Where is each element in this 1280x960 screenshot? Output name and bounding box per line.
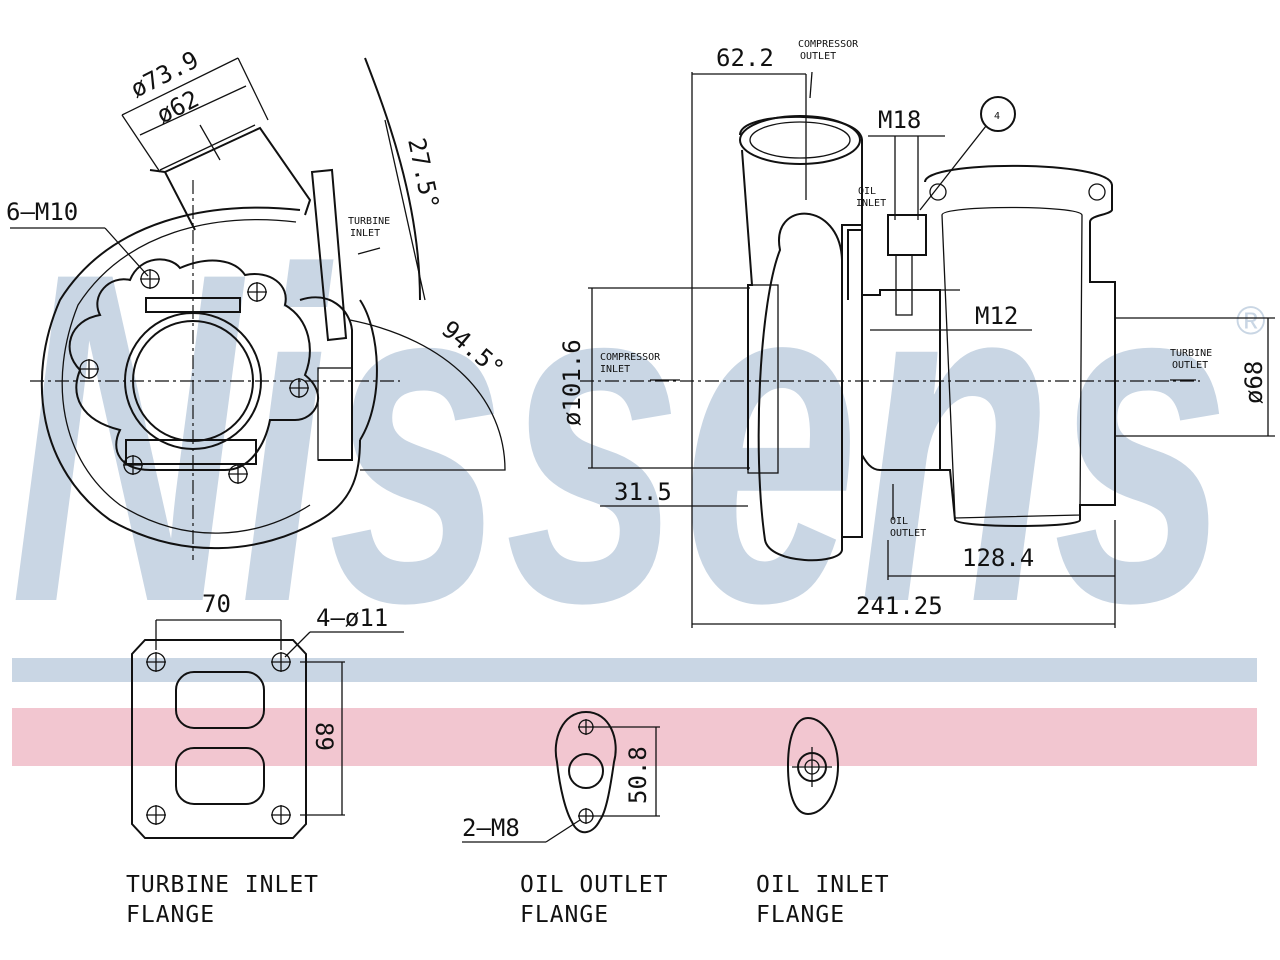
dim-6-m10: 6–M10	[6, 198, 78, 226]
dim-m18: M18	[878, 106, 921, 134]
label-turbine-inlet-line1: TURBINE	[348, 216, 390, 227]
dim-4-d11: 4–ø11	[316, 604, 388, 632]
dim-d101-6: ø101.6	[558, 339, 586, 426]
dim-62-2: 62.2	[716, 44, 774, 72]
callout-item-4: 4	[994, 111, 1000, 122]
dim-128-4: 128.4	[962, 544, 1034, 572]
dim-2-m8: 2–M8	[462, 814, 520, 842]
caption-oil-outlet-flange-line1: OIL OUTLET	[520, 872, 668, 898]
turbine-inlet-flange: 70 4–ø11 89 TURBINE INLET FLANGE	[126, 590, 404, 928]
dim-m12: M12	[975, 302, 1018, 330]
label-turbine-inlet-line2: INLET	[350, 228, 380, 239]
label-turbine-outlet-line2: OUTLET	[1172, 360, 1208, 371]
oil-inlet-flange: OIL INLET FLANGE	[756, 716, 890, 928]
front-view: ø73.9 ø62 27.5° 6–M10 94.5° TURBINE INLE…	[6, 46, 509, 560]
dim-31-5: 31.5	[614, 478, 672, 506]
label-compressor-inlet-line1: COMPRESSOR	[600, 352, 661, 363]
caption-oil-outlet-flange-line2: FLANGE	[520, 902, 609, 928]
label-compressor-outlet-line1: COMPRESSOR	[798, 39, 859, 50]
side-view: 241.25 62.2 COMPRESSOR OUTLET ø101.6 COM…	[558, 39, 1275, 628]
label-oil-outlet-line1: OIL	[890, 516, 908, 527]
dim-d68: ø68	[1240, 361, 1268, 404]
label-oil-inlet-line2: INLET	[856, 198, 886, 209]
dim-241-25: 241.25	[856, 592, 943, 620]
dim-89: 89	[310, 722, 338, 751]
label-oil-outlet-line2: OUTLET	[890, 528, 926, 539]
oil-outlet-flange: 50.8 2–M8 OIL OUTLET FLANGE	[462, 710, 668, 928]
caption-oil-inlet-flange-line2: FLANGE	[756, 902, 845, 928]
label-compressor-outlet-line2: OUTLET	[800, 51, 836, 62]
label-turbine-outlet-line1: TURBINE	[1170, 348, 1212, 359]
dim-50-8: 50.8	[624, 746, 652, 804]
watermark-blue-band	[12, 658, 1257, 682]
label-compressor-inlet-line2: INLET	[600, 364, 630, 375]
watermark-registered-mark: ®	[1236, 299, 1265, 343]
caption-turbine-flange-line2: FLANGE	[126, 902, 215, 928]
label-oil-inlet-line1: OIL	[858, 186, 876, 197]
watermark-pink-band	[12, 708, 1257, 766]
caption-turbine-flange-line1: TURBINE INLET	[126, 872, 319, 898]
caption-oil-inlet-flange-line1: OIL INLET	[756, 872, 890, 898]
dim-70: 70	[202, 590, 231, 618]
